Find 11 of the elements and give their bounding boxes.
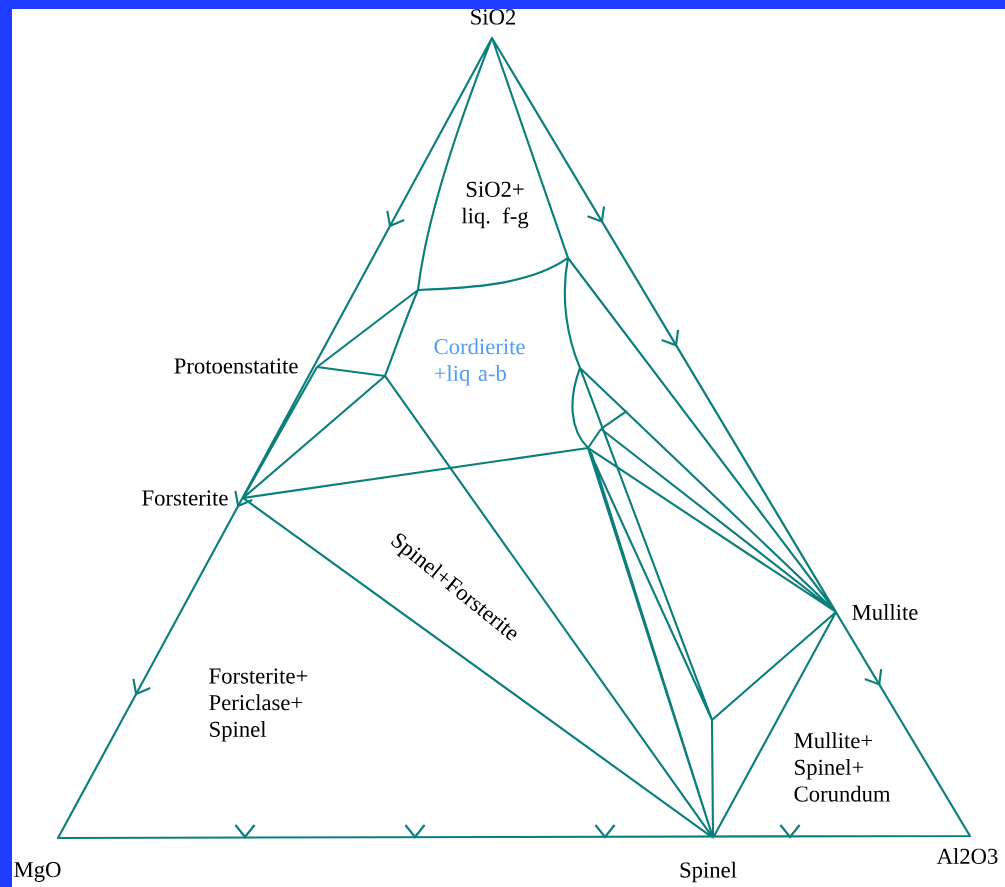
phase-label: Forsterite <box>142 490 228 506</box>
phase-label: Forsterite+ Periclase+ Spinel <box>209 668 308 742</box>
phase-label: Spinel <box>680 861 737 883</box>
phase-label: Mullite+ Spinel+ Corundum <box>794 732 891 802</box>
phase-label: Cordierite +liq a-b <box>434 338 525 386</box>
phase-label: MgO <box>14 862 61 882</box>
phase-label: SiO2+ liq. f-g <box>461 181 529 229</box>
phase-label: Al2O3 <box>936 848 998 864</box>
phase-label: Protoenstatite <box>174 358 298 374</box>
phase-label: SiO2 <box>471 9 516 25</box>
phase-label: Mullite <box>852 604 918 620</box>
